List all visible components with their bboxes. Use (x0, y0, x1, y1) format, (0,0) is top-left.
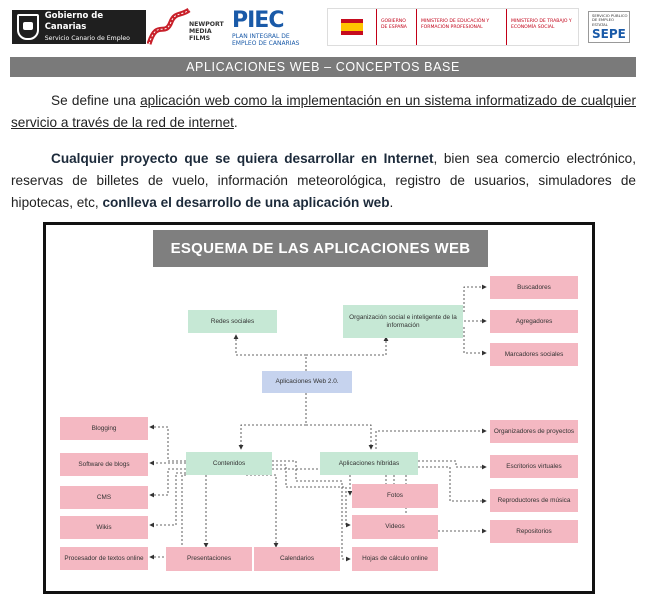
organizacion-node: Organización social e inteligente de la … (343, 305, 463, 338)
gobierno-canarias-logo: Gobierno de Canarias Servicio Canario de… (12, 10, 146, 44)
aplicaciones-web-20-node: Aplicaciones Web 2.0. (262, 371, 352, 393)
diagram-title: ESQUEMA DE LAS APLICACIONES WEB (153, 230, 488, 267)
newport-line1: NEWPORT (189, 21, 224, 28)
canarias-shield-icon (17, 14, 39, 40)
p2-mid: , bien sea comercio electrónico, reserva… (11, 151, 636, 210)
newport-line2: MEDIA (189, 28, 212, 35)
presentaciones-node: Presentaciones (166, 547, 252, 571)
cms-node: CMS (60, 486, 148, 509)
section-title-banner: APLICACIONES WEB – CONCEPTOS BASE (10, 57, 636, 77)
sepe-logo: SERVICIO PÚBLICO DE EMPLEO ESTATAL SEPE (588, 11, 630, 43)
sepe-subtitle: SERVICIO PÚBLICO DE EMPLEO ESTATAL (592, 13, 628, 27)
servicio-canario-empleo: Servicio Canario de Empleo (44, 34, 130, 42)
hojas-calculo-node: Hojas de cálculo online (352, 547, 438, 571)
definition-paragraph: Se define una aplicación web como la imp… (11, 90, 636, 134)
piec-word: PIEC (232, 8, 284, 33)
p2-bold2: conlleva el desarrollo de una aplicación… (102, 195, 390, 210)
buscadores-node: Buscadores (490, 276, 578, 299)
p1-underlined: aplicación web como la implementación en… (11, 93, 636, 130)
p1-before: Se define una (51, 93, 141, 108)
agregadores-node: Agregadores (490, 310, 578, 333)
p2-bold1: Cualquier proyecto que se quiera desarro… (51, 151, 434, 166)
project-paragraph: Cualquier proyecto que se quiera desarro… (11, 148, 636, 214)
p2-end: . (389, 195, 394, 210)
calendarios-node: Calendarios (254, 547, 340, 571)
contenidos-node: Contenidos (186, 452, 272, 475)
gobierno-canarias-title: Gobierno de Canarias (44, 10, 104, 32)
reproductores-musica-node: Reproductores de música (490, 489, 578, 512)
newport-media-films-logo: NEWPORT MEDIA FILMS (146, 7, 231, 48)
ministerio-trabajo-label: MINISTERIO DE TRABAJO Y ECONOMÍA SOCIAL (506, 9, 578, 45)
spain-flag-icon (341, 19, 363, 35)
ministerio-educacion-label: MINISTERIO DE EDUCACIÓN Y FORMACIÓN PROF… (416, 9, 506, 45)
redes-sociales-node: Redes sociales (188, 310, 277, 333)
repositorios-node: Repositorios (490, 520, 578, 543)
gobierno-espana-label: GOBIERNO DE ESPAÑA (376, 9, 416, 45)
videos-node: Videos (352, 515, 438, 539)
blogging-node: Blogging (60, 417, 148, 440)
procesador-textos-node: Procesador de textos online (60, 547, 148, 570)
sepe-word: SEPE (592, 27, 626, 41)
piec-line1: PLAN INTEGRAL DE (232, 33, 290, 40)
escritorios-virtuales-node: Escritorios virtuales (490, 455, 578, 478)
newport-line3: FILMS (189, 35, 211, 42)
fotos-node: Fotos (352, 484, 438, 508)
aplicaciones-hibridas-node: Aplicaciones híbridas (320, 452, 418, 475)
p1-after: . (233, 115, 238, 130)
marcadores-sociales-node: Marcadores sociales (490, 343, 578, 366)
gobierno-espana-logo: GOBIERNO DE ESPAÑA MINISTERIO DE EDUCACI… (327, 8, 579, 46)
film-ribbon-icon (146, 7, 191, 45)
header-logos: Gobierno de Canarias Servicio Canario de… (0, 0, 647, 54)
wikis-node: Wikis (60, 516, 148, 539)
organizadores-proyectos-node: Organizadores de proyectos (490, 420, 578, 443)
software-blogs-node: Software de blogs (60, 453, 148, 476)
piec-logo: PIEC PLAN INTEGRAL DE EMPLEO DE CANARIAS (232, 8, 316, 48)
web-apps-diagram: ESQUEMA DE LAS APLICACIONES WEB Redes so… (43, 222, 595, 594)
piec-line2: EMPLEO DE CANARIAS (232, 40, 300, 47)
